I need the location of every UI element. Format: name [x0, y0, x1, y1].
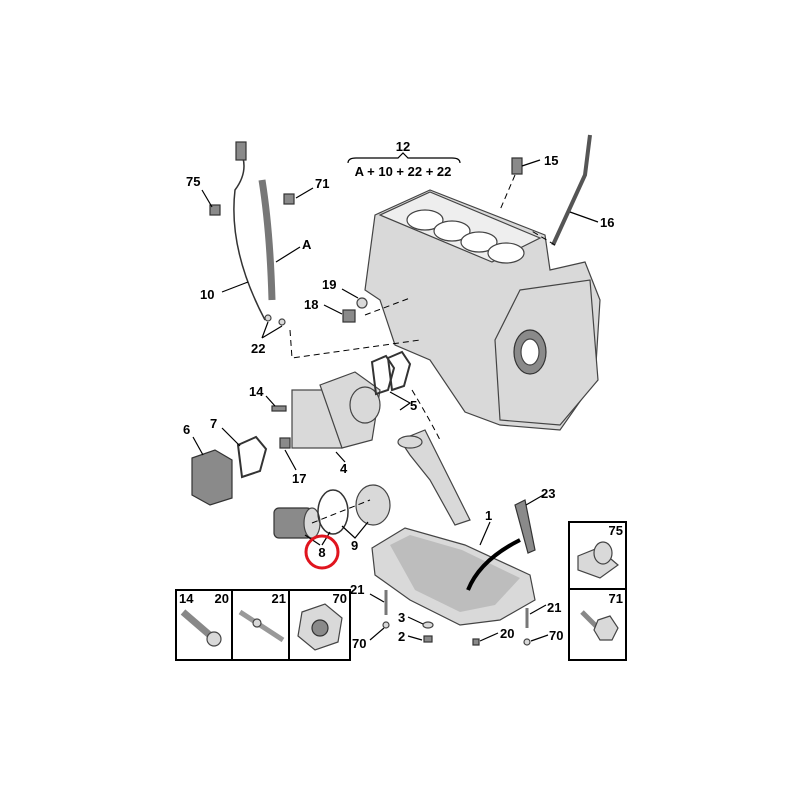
drain-plug-parts: 19 18: [304, 277, 411, 323]
group-formula: A + 10 + 22 + 22: [355, 164, 452, 179]
callout-14: 14: [249, 384, 264, 399]
callout-9: 9: [351, 538, 358, 553]
sump-fasteners: 21 70 3 2 20 21 70: [350, 582, 563, 651]
callout-70-right: 70: [549, 628, 563, 643]
clip-icon: [577, 541, 619, 579]
callout-22: 22: [251, 341, 265, 356]
flange-nut-icon: [297, 603, 343, 651]
callout-6: 6: [183, 422, 190, 437]
callout-20: 20: [500, 626, 514, 641]
legend-label-21: 21: [272, 591, 286, 606]
stud-icon: [238, 609, 285, 643]
callout-10: 10: [200, 287, 214, 302]
dipstick-tube: 75 71 A 10 22: [186, 141, 421, 359]
legend-label-20: 20: [215, 591, 229, 606]
fastener-legend-left: 14 20 21 70: [175, 589, 351, 661]
callout-5: 5: [410, 398, 417, 413]
callout-4: 4: [340, 461, 348, 476]
callout-70-left: 70: [352, 636, 366, 651]
screw-icon: [580, 610, 619, 641]
oil-sump: 1 23: [371, 486, 555, 626]
oil-filter: 8 9: [273, 484, 391, 570]
callout-71: 71: [315, 176, 329, 191]
callout-8: 8: [318, 545, 325, 560]
callout-2: 2: [398, 629, 405, 644]
callout-16: 16: [600, 215, 614, 230]
callout-15: 15: [544, 153, 558, 168]
group-label: 12: [396, 139, 410, 154]
callout-18: 18: [304, 297, 318, 312]
callout-23: 23: [541, 486, 555, 501]
legend-label-14: 14: [179, 591, 194, 606]
highlight-circle: [304, 534, 340, 570]
bolt-icon: [180, 609, 222, 647]
callout-21-left: 21: [350, 582, 364, 597]
legend-label-71: 71: [609, 591, 623, 606]
callout-A: A: [302, 237, 312, 252]
oil-pickup: [397, 429, 471, 526]
legend-label-70: 70: [333, 591, 347, 606]
legend-label-75: 75: [609, 523, 623, 538]
callout-7: 7: [210, 416, 217, 431]
fastener-legend-right: 75 71: [568, 521, 627, 661]
callout-17: 17: [292, 471, 306, 486]
group-12-bracket: 12 A + 10 + 22 + 22: [347, 139, 461, 179]
callout-75: 75: [186, 174, 200, 189]
engine-block: [364, 189, 601, 431]
gaskets: 5 7 6: [183, 350, 441, 506]
callout-21-right: 21: [547, 600, 561, 615]
callout-3: 3: [398, 610, 405, 625]
dipstick: 16 15: [499, 134, 614, 246]
oil-filter-housing: 14 4 17: [249, 371, 381, 486]
callout-19: 19: [322, 277, 336, 292]
callout-1: 1: [485, 508, 492, 523]
